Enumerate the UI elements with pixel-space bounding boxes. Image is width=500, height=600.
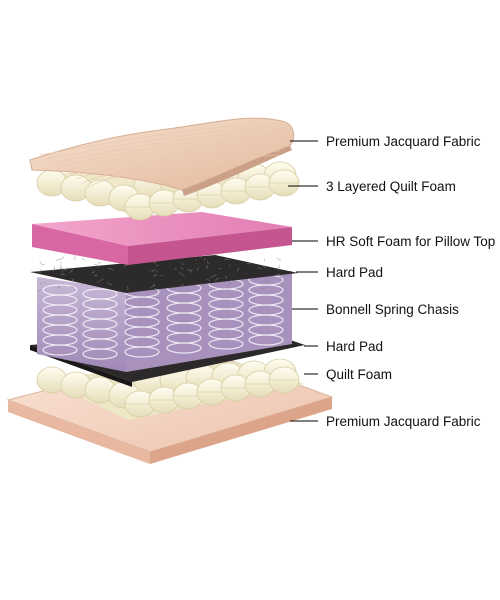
label-quilt-foam: Quilt Foam (326, 367, 392, 382)
label-hard-pad-bottom: Hard Pad (326, 339, 383, 354)
top-jacquard-fabric-layer (29, 117, 295, 196)
label-premium-jacquard-fabric-top: Premium Jacquard Fabric (326, 134, 481, 149)
label-bonnell-spring-chasis: Bonnell Spring Chasis (326, 302, 459, 317)
label-premium-jacquard-fabric-bottom: Premium Jacquard Fabric (326, 414, 481, 429)
layer-labels: Premium Jacquard Fabric 3 Layered Quilt … (288, 134, 495, 429)
top-hard-pad-layer (30, 255, 298, 293)
label-hard-pad-top: Hard Pad (326, 265, 383, 280)
bonnell-spring-unit (37, 271, 292, 372)
label-three-layered-quilt-foam: 3 Layered Quilt Foam (326, 179, 456, 194)
label-hr-soft-foam: HR Soft Foam for Pillow Top (326, 234, 495, 249)
hr-soft-foam-layer (32, 212, 292, 265)
